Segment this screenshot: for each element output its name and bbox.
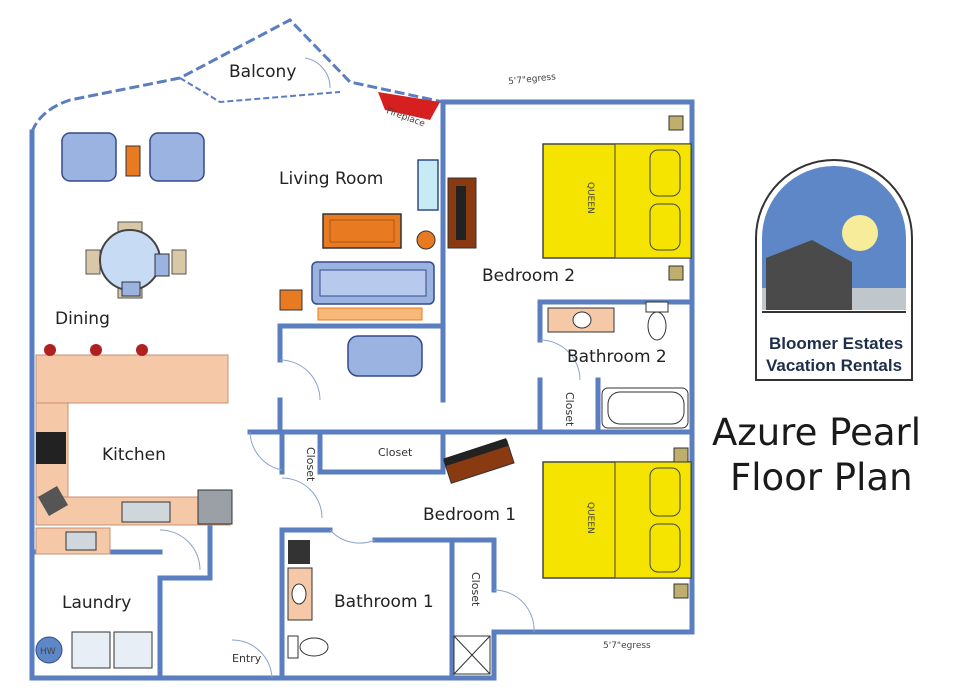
bathroom1-fixtures	[287, 540, 491, 675]
door-swings	[159, 57, 581, 679]
bloomer-estates-logo: Bloomer Estates Vacation Rentals	[755, 159, 913, 381]
balcony-label: Balcony	[229, 62, 296, 82]
bedroom1-bed[interactable]: QUEEN	[542, 447, 692, 599]
living-room-label: Living Room	[279, 169, 383, 189]
closet-left-label: Closet	[304, 447, 317, 482]
water-heater	[35, 636, 63, 664]
kitchen-label: Kitchen	[102, 445, 166, 465]
laundry-appliances: HW	[35, 631, 153, 669]
bedroom2-bed[interactable]: QUEEN	[542, 115, 692, 281]
fireplace: Fireplace	[378, 92, 440, 130]
brand-line1: Bloomer Estates	[769, 334, 903, 353]
closet-hall-label: Closet	[378, 446, 413, 459]
bed-top-label: QUEEN	[585, 182, 595, 214]
bedroom1-label: Bedroom 1	[423, 505, 516, 525]
bathroom2-fixtures	[547, 301, 689, 429]
page-title-line2: Floor Plan	[730, 456, 913, 499]
water-heater-label: HW	[40, 647, 56, 657]
dining-table[interactable]	[85, 221, 187, 299]
bed-bottom-label: QUEEN	[585, 502, 595, 534]
closet-bed1-label: Closet	[469, 572, 482, 607]
hall-closet-tv	[443, 438, 515, 484]
egress-bottom-label: 5'7"egress	[603, 641, 651, 651]
laundry-label: Laundry	[62, 593, 131, 613]
dining-label: Dining	[55, 309, 110, 329]
living-room-furniture	[279, 159, 477, 377]
bedroom2-label: Bedroom 2	[482, 266, 575, 286]
egress-top-label: 5'7"egress	[508, 72, 557, 87]
kitchen-counter	[35, 344, 233, 555]
sun-icon	[842, 215, 878, 251]
exterior-walls	[29, 18, 695, 681]
bathroom1-label: Bathroom 1	[334, 592, 434, 612]
closet-bath2-label: Closet	[563, 392, 576, 427]
entry-label: Entry	[232, 652, 262, 665]
dining-chairs-top	[61, 132, 205, 182]
house-icon	[766, 240, 852, 310]
brand-line2: Vacation Rentals	[766, 356, 902, 375]
bathroom2-label: Bathroom 2	[567, 347, 667, 367]
page-title-line1: Azure Pearl	[712, 411, 921, 454]
